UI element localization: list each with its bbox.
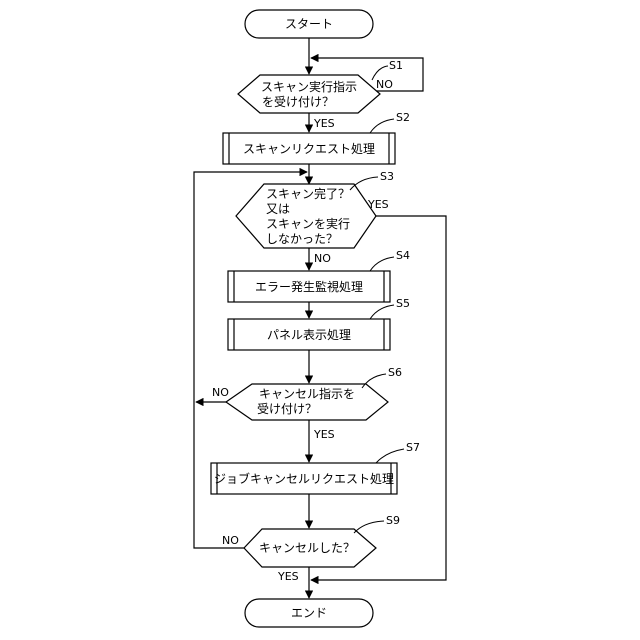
s9-step-leader bbox=[354, 521, 384, 533]
s6-step-label: S6 bbox=[388, 366, 402, 379]
s9-no-label: NO bbox=[222, 534, 239, 547]
s2-step-leader bbox=[370, 119, 394, 133]
s3-yes-label: YES bbox=[367, 198, 389, 211]
s5-step-leader bbox=[370, 305, 394, 319]
s3-no-label: NO bbox=[314, 252, 331, 265]
s7-step-label: S7 bbox=[406, 441, 420, 454]
s4-step-leader bbox=[370, 257, 394, 271]
s3-label-line1: スキャン完了？ bbox=[266, 186, 350, 201]
s7-process: ジョブキャンセルリクエスト処理 bbox=[211, 463, 397, 494]
s6-decision: キャンセル指示を 受け付け？ bbox=[226, 384, 388, 420]
end-label: エンド bbox=[291, 606, 327, 620]
s5-process: パネル表示処理 bbox=[228, 319, 390, 350]
s6-no-label: NO bbox=[212, 386, 229, 399]
s1-yes-label: YES bbox=[313, 117, 335, 130]
s3-label-line3: スキャンを実行 bbox=[266, 216, 350, 231]
s5-label: パネル表示処理 bbox=[267, 328, 351, 342]
s3-label-line2: 又は bbox=[266, 202, 290, 216]
s5-step-label: S5 bbox=[396, 297, 410, 310]
s6-label-line2: 受け付け？ bbox=[257, 402, 317, 416]
end-terminal: エンド bbox=[245, 599, 373, 627]
s4-process: エラー発生監視処理 bbox=[228, 271, 390, 302]
s9-label: キャンセルした？ bbox=[259, 541, 355, 555]
s3-label-line4: しなかった？ bbox=[266, 232, 338, 246]
s9-yes-label: YES bbox=[277, 570, 299, 583]
start-terminal: スタート bbox=[245, 10, 373, 38]
s4-step-label: S4 bbox=[396, 249, 410, 262]
s2-label: スキャンリクエスト処理 bbox=[243, 142, 375, 156]
s1-label-line2: を受け付け？ bbox=[262, 95, 334, 109]
s1-no-label: NO bbox=[376, 78, 393, 91]
start-label: スタート bbox=[285, 17, 333, 31]
s1-label-line1: スキャン実行指示 bbox=[261, 79, 357, 94]
s3-step-label: S3 bbox=[380, 170, 394, 183]
s4-label: エラー発生監視処理 bbox=[255, 279, 363, 294]
s7-step-leader bbox=[376, 449, 404, 463]
s2-step-label: S2 bbox=[396, 111, 410, 124]
s6-yes-label: YES bbox=[313, 428, 335, 441]
s7-label: ジョブキャンセルリクエスト処理 bbox=[214, 471, 394, 486]
s3-decision: スキャン完了？ 又は スキャンを実行 しなかった？ bbox=[236, 184, 376, 248]
s2-process: スキャンリクエスト処理 bbox=[223, 133, 395, 164]
s9-step-label: S9 bbox=[386, 514, 400, 527]
s6-label-line1: キャンセル指示を bbox=[259, 386, 355, 401]
s1-decision: スキャン実行指示 を受け付け？ bbox=[238, 75, 380, 113]
s1-step-label: S1 bbox=[389, 59, 403, 72]
s9-decision: キャンセルした？ bbox=[244, 529, 376, 567]
